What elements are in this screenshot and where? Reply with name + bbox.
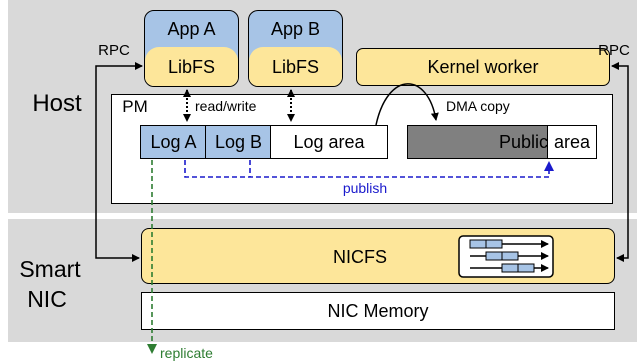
pipeline-icon xyxy=(458,235,554,278)
app-b-libfs-fill xyxy=(249,47,342,86)
app-a-box: App A LibFS xyxy=(144,10,239,87)
app-b-box: App B LibFS xyxy=(248,10,343,87)
nic-memory-box: NIC Memory xyxy=(141,292,615,330)
public-label: Public xyxy=(498,131,548,152)
app-a-label: App A xyxy=(167,18,216,39)
rpc-right-label: RPC xyxy=(598,41,630,59)
app-a-libfs-fill xyxy=(145,47,238,86)
publish-arrow xyxy=(184,160,554,178)
kernel-worker-box: Kernel worker xyxy=(356,48,610,86)
dma-copy-arrow xyxy=(375,83,439,126)
log-a-cell: Log A xyxy=(140,125,207,159)
log-area-cell: Log area xyxy=(270,125,388,159)
app-a-libfs-label: LibFS xyxy=(167,56,216,77)
public-cell xyxy=(407,125,549,159)
host-label: Host xyxy=(32,90,82,117)
rpc-right-arrow xyxy=(611,62,629,262)
app-b-libfs-label: LibFS xyxy=(271,56,320,77)
rpc-left-label: RPC xyxy=(98,41,130,59)
nicfs-label: NICFS xyxy=(333,246,387,267)
dma-copy-label: DMA copy xyxy=(446,98,510,114)
log-b-cell: Log B xyxy=(205,125,272,159)
publish-label: publish xyxy=(342,180,388,196)
smartnic-label-line1: Smart xyxy=(19,255,81,282)
replicate-label: replicate xyxy=(160,345,213,361)
public-area-cell: area xyxy=(547,125,597,159)
rpc-left-arrow xyxy=(95,62,143,262)
smartnic-label-line2: NIC xyxy=(27,285,67,312)
app-b-label: App B xyxy=(270,18,321,39)
read-write-label: read/write xyxy=(195,98,257,114)
